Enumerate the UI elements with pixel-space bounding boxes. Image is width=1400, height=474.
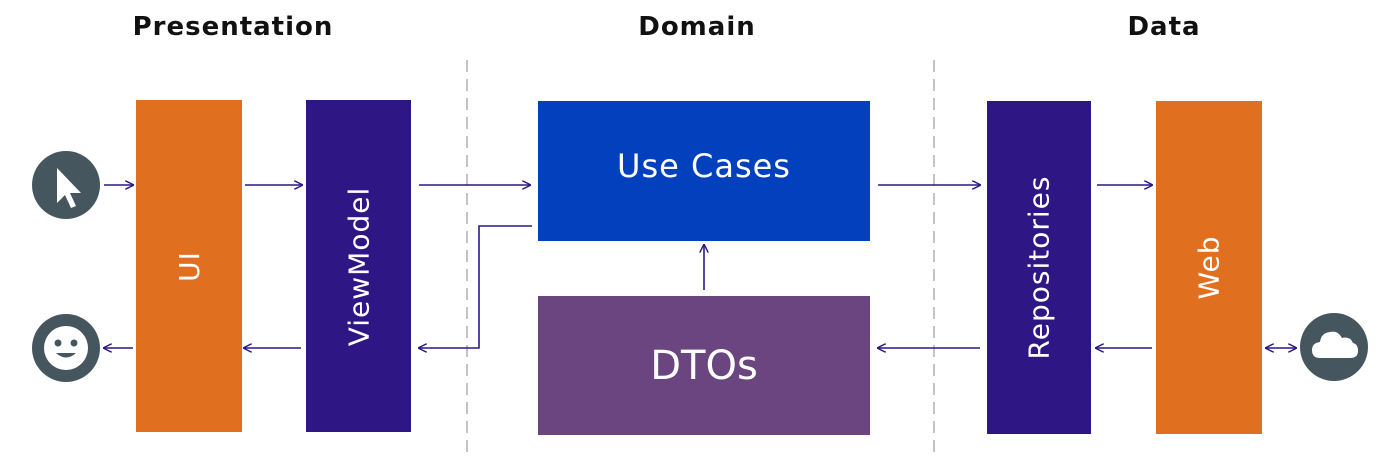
dtos-box: DTOs — [538, 296, 870, 435]
dtos-label: DTOs — [650, 342, 758, 389]
cursor-icon — [32, 151, 100, 219]
arrow-usecases-to-viewmodel — [419, 225, 532, 348]
web-box: Web — [1156, 101, 1262, 434]
heading-domain: Domain — [638, 12, 756, 42]
use-cases-label: Use Cases — [617, 147, 791, 185]
smiley-icon — [32, 314, 100, 382]
heading-data: Data — [1127, 12, 1201, 42]
viewmodel-box: ViewModel — [306, 100, 411, 432]
ui-box: UI — [136, 100, 242, 432]
cloud-icon — [1300, 313, 1368, 381]
heading-presentation: Presentation — [132, 12, 334, 42]
use-cases-box: Use Cases — [538, 101, 870, 241]
repositories-box: Repositories — [987, 101, 1091, 434]
